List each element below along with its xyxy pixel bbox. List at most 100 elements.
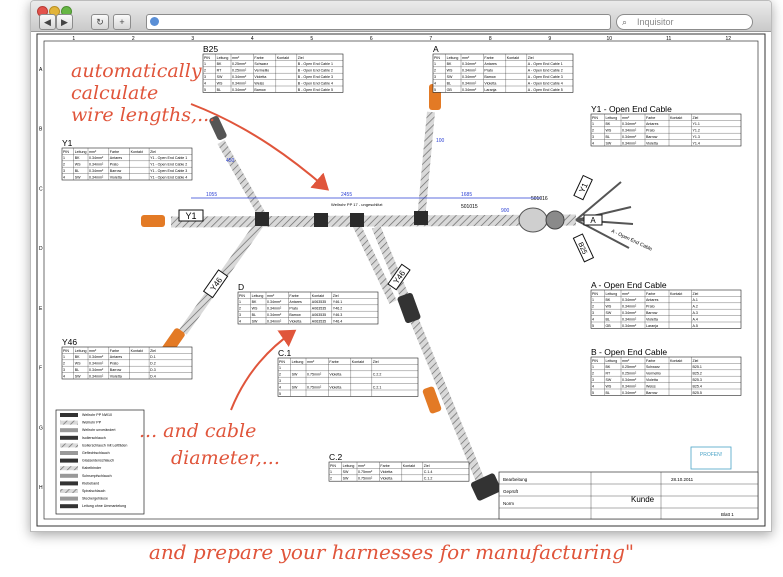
part-number-b: 501015 [461, 204, 478, 210]
table-cell: 1 [63, 156, 65, 160]
table-cell: Prato [289, 307, 298, 311]
table-cell: 3 [279, 379, 281, 383]
forward-button[interactable]: ▶ [56, 14, 73, 30]
table-cell: 3 [63, 169, 65, 173]
add-bookmark-button[interactable]: + [113, 14, 131, 30]
table-cell: 0.34mm² [622, 141, 637, 145]
table-header-cell: Leitung [252, 294, 264, 298]
junction-1 [255, 212, 269, 226]
table-cell: 0.25mm² [622, 372, 637, 376]
table-cell: WS [606, 305, 612, 309]
table-cell: 0.34mm² [622, 384, 637, 388]
table-cell: 0.34mm² [462, 75, 477, 79]
table-cell: 2 [434, 69, 436, 73]
table-header-cell: Leitung [606, 116, 618, 120]
table-cell: Violetta [329, 373, 341, 377]
table-header-cell: Farbe [254, 56, 263, 60]
table-cell: A - Open End Cable 4 [528, 81, 563, 85]
table-cell: Prato [646, 305, 655, 309]
table-cell: SW [606, 311, 612, 315]
table-cell: Prato [646, 129, 655, 133]
frame-column-label: 5 [310, 36, 313, 42]
table-cell: A063535 [312, 313, 326, 317]
table-header-cell: PIN [330, 464, 336, 468]
table-cell: C.1.4 [424, 470, 433, 474]
tag-y1-text: Y1 [185, 211, 196, 221]
table-cell: WS [606, 384, 612, 388]
reload-button[interactable]: ↻ [91, 14, 109, 30]
table-header-cell: Ziel [373, 360, 379, 364]
address-bar[interactable] [146, 14, 611, 30]
table-cell: Y1 - Open End Cable 2 [150, 163, 187, 167]
legend-item: Isolierschlauch [82, 436, 106, 440]
part-number-a: 501016 [531, 196, 548, 202]
proofed-stamp [690, 446, 732, 470]
table-cell: 0.34mm² [267, 319, 282, 323]
table-cell: Laranja [484, 88, 496, 92]
tag-b25-side: B25 [576, 241, 588, 255]
table-header-cell: mm² [89, 349, 97, 353]
bottom-caption: and prepare your harnesses for manufactu… [148, 540, 635, 564]
table-cell: Y46.2 [333, 307, 342, 311]
table-cell: A.4 [693, 317, 698, 321]
table-cell: 0.34mm² [89, 374, 104, 378]
table-cell: WS [75, 362, 81, 366]
table-header-cell: Ziel [150, 349, 156, 353]
table-cell: 2 [592, 129, 594, 133]
table-header-cell: mm² [622, 116, 630, 120]
table-cell: 5 [279, 392, 281, 396]
frame-row-label: A [39, 67, 43, 73]
table-cell: 0.34mm² [462, 69, 477, 73]
table-header-cell: Ziel [528, 56, 534, 60]
globe-icon [150, 17, 159, 26]
table-header-cell: Kontakt [131, 349, 143, 353]
legend-swatch [60, 496, 78, 501]
table-cell: BL [217, 88, 221, 92]
table-cell: A063535 [312, 319, 326, 323]
table-cell: 4 [63, 175, 65, 179]
table-cell: 4 [204, 81, 206, 85]
table-header-cell: Farbe [289, 294, 298, 298]
table-header-cell: PIN [239, 294, 245, 298]
table-cell: Y1 - Open End Cable 1 [150, 156, 187, 160]
back-button[interactable]: ◀ [39, 14, 56, 30]
table-cell: Y1.1 [693, 122, 700, 126]
table-cell: A063535 [312, 307, 326, 311]
table-cell: A - Open End Cable 5 [528, 88, 563, 92]
frame-row-label: G [39, 425, 43, 431]
proofed-text: PROFEN! [700, 452, 722, 458]
table-cell: A.2 [693, 305, 698, 309]
table-cell: Violetta [110, 374, 122, 378]
table-cell: Violetta [329, 385, 341, 389]
table-header-cell: Ziel [298, 56, 304, 60]
table-cell: 1 [592, 365, 594, 369]
branch-c [371, 225, 488, 489]
table-header-cell: mm² [267, 294, 275, 298]
table-cell: 0.34mm² [89, 362, 104, 366]
table-cell: 1 [204, 62, 206, 66]
table-cell: 2 [63, 362, 65, 366]
table-cell: 3 [63, 368, 65, 372]
table-cell: D.3 [150, 368, 156, 372]
legend-swatch [60, 466, 78, 471]
table-cell: 0.34mm² [267, 307, 282, 311]
table-cell: 0.34mm² [622, 135, 637, 139]
table-cell: Prato [110, 163, 119, 167]
table-title: Y1 [62, 138, 73, 148]
table-header-cell: Ziel [424, 464, 430, 468]
search-field[interactable]: ⌕Inquisitor [616, 14, 753, 30]
table-header-cell: Kontakt [131, 150, 143, 154]
table-cell: 3 [239, 313, 241, 317]
frame-column-label: 3 [191, 36, 194, 42]
table-cell: 4 [592, 317, 594, 321]
legend-item: Wellrohr unverändert [82, 428, 116, 432]
table-cell: 0.25mm² [622, 365, 637, 369]
legend-item: Schrumpfschlauch [82, 474, 112, 478]
frame-row-label: H [39, 485, 43, 491]
dim-5: 450 [226, 158, 235, 164]
table-cell: 0.34mm² [267, 300, 282, 304]
